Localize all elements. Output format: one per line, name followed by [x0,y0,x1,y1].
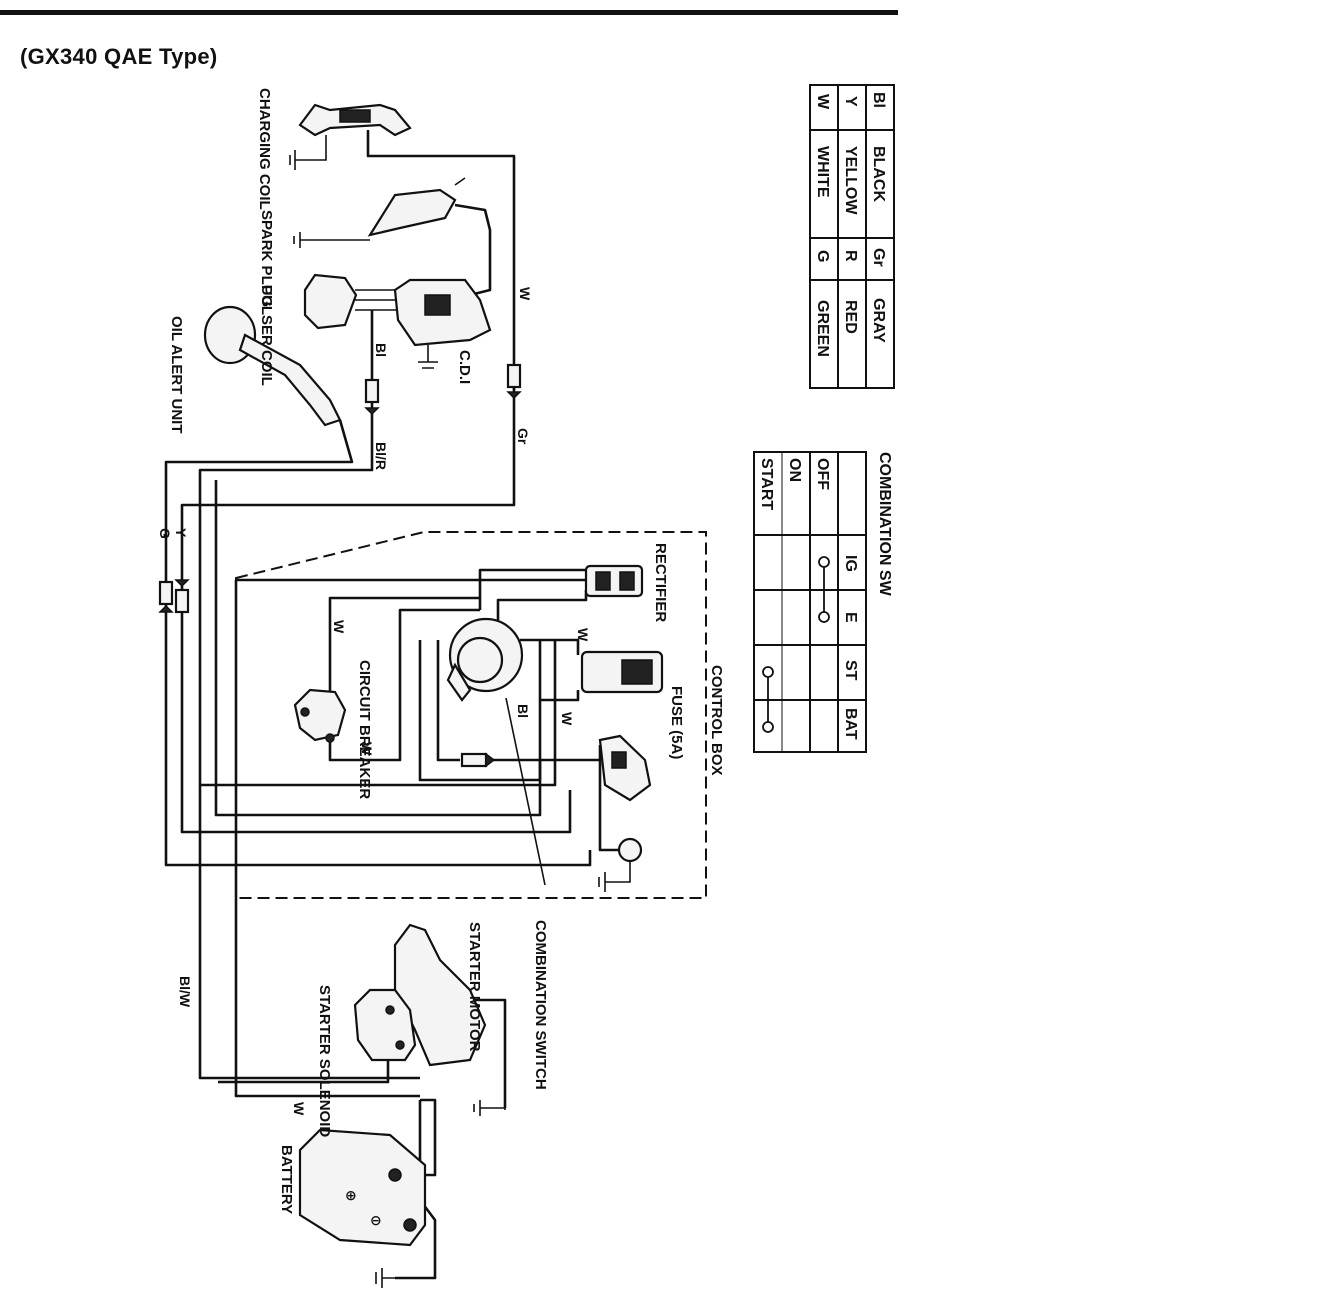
label-battery: BATTERY [278,1145,295,1214]
csw-col-ig: IG [842,555,859,572]
wire-switch-loop [418,640,542,782]
csw-col-bat: BAT [842,708,859,740]
color-legend-table: Bl BLACK Gr GRAY Y YELLOW R RED W WHITE … [809,84,895,389]
fuse [580,650,664,694]
wire-label-g: G [157,528,173,539]
page-title: (GX340 QAE Type) [20,44,218,69]
wire-to-solenoid [198,785,420,1080]
wire-label-bl-cdi: Bl [373,343,389,357]
wire-rectifier [478,568,588,620]
legend-name-green: GREEN [814,300,831,357]
label-cdi: C.D.I [456,350,473,384]
wire-label-bl-switch: Bl [515,704,531,718]
wire-right [488,745,620,852]
wire-black-red [164,419,592,867]
combination-sw-table: COMBINATION SW IG E ST BAT OFF ON START [753,451,893,753]
label-combination-switch: COMBINATION SWITCH [532,920,549,1090]
wire-switch-bl [436,640,460,762]
oil-alert-unit [203,305,342,427]
wire-label-w-fuse: W [559,712,575,726]
label-starter-solenoid: STARTER SOLENOID [316,985,333,1137]
legend-code-g: G [814,250,831,262]
label-control-box: CONTROL BOX [708,665,725,776]
csw-connection-start-st-bat [762,666,774,733]
legend-code-gr: Gr [870,248,887,267]
legend-name-white: WHITE [814,146,831,198]
wire-label-w-breaker: W [331,620,347,634]
combination-switch [446,617,546,886]
control-box-outline [235,531,707,899]
csw-row-start: START [758,458,775,510]
csw-col-st: ST [842,660,859,681]
wire-label-bl-r: Bl/R [373,442,389,470]
legend-code-y: Y [842,96,859,107]
wire-label-w-top: W [517,287,533,301]
legend-code-r: R [842,250,859,262]
csw-connection-off-ig-e [818,556,830,623]
label-spark-plug: SPARK PLUG [258,210,275,307]
wire-fuse [520,638,580,702]
wire-charging-white [180,130,516,615]
circuit-breaker [293,688,347,743]
charging-coil [289,103,412,170]
legend-code-bl: Bl [870,92,887,108]
wire-label-w-battery: W [291,1102,307,1116]
wire-label-w-breaker-low: W [359,742,375,756]
legend-code-w: W [814,94,831,110]
wiring-harness [164,130,620,1280]
label-starter-motor: STARTER MOTOR [466,922,483,1052]
starter-solenoid [353,988,417,1062]
csw-col-e: E [842,612,859,623]
legend-name-yellow: YELLOW [842,146,859,215]
label-fuse: FUSE (5A) [668,686,685,759]
label-oil-alert-unit: OIL ALERT UNIT [168,316,185,434]
rectifier [584,564,644,598]
wire-label-y: Y [173,528,189,538]
label-charging-coil: CHARGING COIL [256,88,273,210]
legend-name-black: BLACK [870,146,887,202]
legend-name-gray: GRAY [870,298,887,343]
label-rectifier: RECTIFIER [652,543,669,622]
legend-name-red: RED [842,300,859,334]
wire-label-w-rectifier: W [575,628,591,642]
wire-label-gr: Gr [515,428,531,445]
control-relay [598,734,652,802]
combination-sw-title: COMBINATION SW [876,452,893,597]
csw-row-on: ON [786,458,803,482]
spark-plug [293,177,466,248]
svg-text:⊕: ⊕ [345,1187,357,1203]
battery: ⊕ ⊖ [298,1128,427,1288]
label-pulser-coil: PULSER COIL [258,285,275,386]
top-rule [0,10,898,15]
wire-label-bl-w: Bl/W [177,976,193,1008]
wire-harness-inner [234,578,586,1098]
pulser-coil [303,273,358,330]
csw-row-off: OFF [814,458,831,490]
label-circuit-breaker: CIRCUIT BREAKER [356,660,373,799]
svg-text:⊖: ⊖ [370,1212,382,1228]
cdi-unit [393,278,492,369]
wire-breaker [328,596,480,762]
wire-yellow [180,615,572,834]
ground-terminal [598,837,643,892]
wire-connectors [158,363,522,768]
wire-spark-ht [454,203,492,297]
